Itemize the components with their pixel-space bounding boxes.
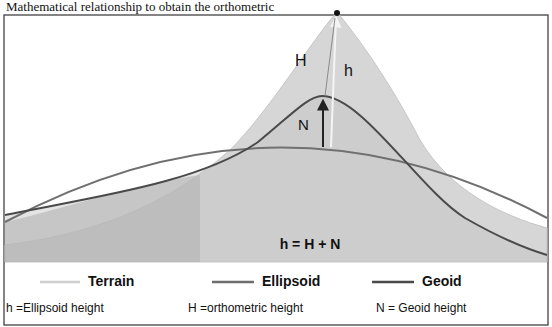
orthometric-height-line [325,18,335,96]
legend-label: Terrain [88,273,134,289]
terrain-shadow [5,175,200,262]
legend-line-sample [40,281,80,284]
title: Mathematical relationship to obtain the … [6,0,274,15]
frame [4,15,548,325]
legend-line-sample [212,281,254,284]
definition: N = Geoid height [376,302,466,316]
geoid-region [5,96,547,262]
height-symbol: h [344,62,353,80]
height-symbol: H [295,52,307,70]
ellipsoid-line [5,147,547,222]
definition: H =orthometric height [188,302,303,316]
geoid-line [5,96,547,255]
geoid-height-arrow [322,101,324,147]
height-symbol: N [298,116,309,133]
legend-label: Geoid [422,273,462,289]
legend-label: Ellipsoid [262,273,320,289]
ellipsoid-height-arrow [331,18,336,147]
summit-point [334,10,340,16]
terrain [5,12,547,262]
definition: h =Ellipsoid height [6,302,104,316]
legend-line-sample [372,281,414,284]
formula: h = H + N [280,236,341,252]
